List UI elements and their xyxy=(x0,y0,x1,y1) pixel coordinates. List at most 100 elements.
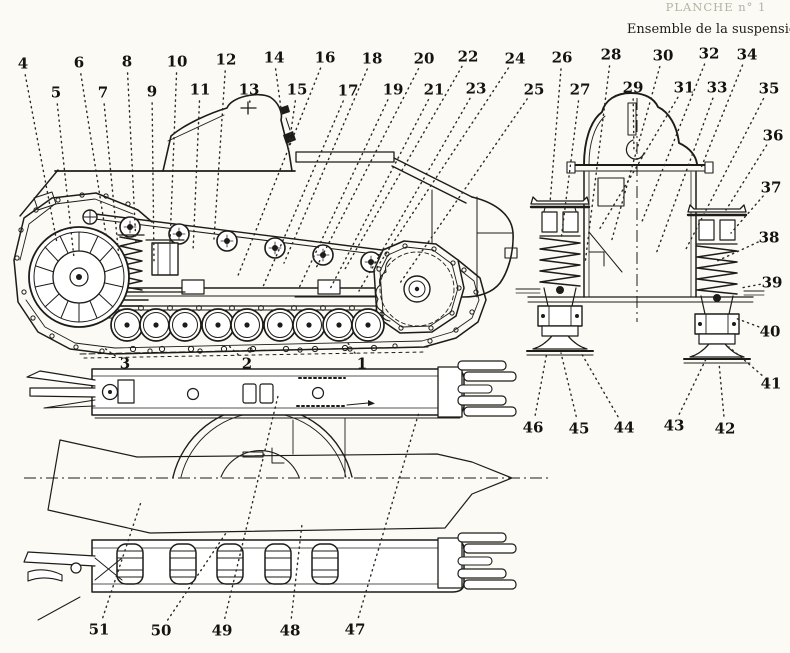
callout-label-45: 45 xyxy=(569,420,590,438)
return-rail xyxy=(94,213,431,273)
plate-number-label: PLANCHE n° 1 xyxy=(666,0,767,14)
callout-label-41: 41 xyxy=(761,375,782,393)
leader-line-44 xyxy=(579,350,619,418)
callout-label-2: 2 xyxy=(242,355,252,373)
leader-line-20 xyxy=(315,67,420,269)
callout-label-9: 9 xyxy=(147,83,157,101)
leader-line-23 xyxy=(358,97,471,292)
callout-label-28: 28 xyxy=(601,46,622,64)
front-view xyxy=(515,92,765,364)
leader-line-19 xyxy=(298,99,389,289)
callout-label-18: 18 xyxy=(362,50,383,68)
leader-line-15 xyxy=(288,100,297,146)
leader-line-8 xyxy=(126,72,137,245)
hull-side xyxy=(19,93,518,298)
hull-front xyxy=(566,92,714,322)
leader-line-11 xyxy=(192,100,201,253)
callout-label-37: 37 xyxy=(761,179,782,197)
plate-header: PLANCHE n° 1 Ensemble de la suspension xyxy=(627,0,790,37)
callout-label-48: 48 xyxy=(280,622,301,640)
callout-label-23: 23 xyxy=(466,80,487,98)
leader-line-10 xyxy=(169,72,178,244)
leader-line-21 xyxy=(329,98,430,290)
callout-label-7: 7 xyxy=(98,84,108,102)
plan-rail-near xyxy=(26,360,517,418)
plan-rail-far xyxy=(23,532,517,593)
leader-line-6 xyxy=(80,73,107,236)
leader-line-38 xyxy=(714,241,759,263)
callout-label-14: 14 xyxy=(264,49,285,67)
leader-line-26 xyxy=(549,68,562,204)
leader-line-49 xyxy=(224,395,279,620)
callout-label-46: 46 xyxy=(523,419,544,437)
callout-label-26: 26 xyxy=(552,49,573,67)
leader-line-40 xyxy=(734,317,760,328)
leader-line-25 xyxy=(399,98,528,284)
callout-label-15: 15 xyxy=(287,81,308,99)
leader-line-12 xyxy=(213,70,226,240)
callout-label-34: 34 xyxy=(737,46,758,64)
side-view xyxy=(13,93,518,359)
suspension-unit-left xyxy=(515,196,594,356)
idler-wheel xyxy=(28,226,130,328)
leader-line-2 xyxy=(227,344,239,356)
leader-line-27 xyxy=(560,100,580,241)
callout-label-40: 40 xyxy=(760,323,781,341)
callout-label-12: 12 xyxy=(216,51,237,69)
callouts-layer: 1234567891011121314151617181920212223242… xyxy=(18,45,784,640)
callout-label-1: 1 xyxy=(357,355,367,373)
callout-label-6: 6 xyxy=(74,54,84,72)
leader-line-17 xyxy=(261,100,344,290)
leader-line-7 xyxy=(103,103,120,259)
leader-line-48 xyxy=(290,523,303,619)
leader-line-41 xyxy=(728,346,763,376)
callout-label-4: 4 xyxy=(18,55,28,73)
bogie-girder xyxy=(111,279,399,311)
callout-label-11: 11 xyxy=(190,81,211,99)
plate-title: Ensemble de la suspension xyxy=(627,22,790,37)
callout-label-22: 22 xyxy=(458,48,479,66)
callout-label-20: 20 xyxy=(414,50,435,68)
callout-label-27: 27 xyxy=(570,81,591,99)
leader-line-16 xyxy=(236,67,322,279)
callout-label-29: 29 xyxy=(623,79,644,97)
callout-label-8: 8 xyxy=(122,53,132,71)
leader-line-42 xyxy=(718,362,725,417)
track-outline xyxy=(13,192,487,359)
leader-line-24 xyxy=(373,67,510,273)
leader-line-33 xyxy=(655,97,714,255)
callout-label-39: 39 xyxy=(762,274,783,292)
callout-label-49: 49 xyxy=(212,622,233,640)
callout-label-47: 47 xyxy=(345,621,366,639)
callout-label-44: 44 xyxy=(614,419,635,437)
leader-line-47 xyxy=(357,411,420,619)
callout-label-30: 30 xyxy=(653,47,674,65)
callout-label-13: 13 xyxy=(239,81,260,99)
leader-line-4 xyxy=(24,74,58,244)
callout-label-32: 32 xyxy=(699,45,720,63)
leader-line-30 xyxy=(610,65,661,244)
leader-line-14 xyxy=(274,68,283,117)
leader-line-32 xyxy=(640,63,706,225)
leader-line-34 xyxy=(700,64,744,169)
leader-line-51 xyxy=(102,501,142,619)
leader-line-9 xyxy=(151,102,155,263)
leader-line-46 xyxy=(534,351,548,416)
callout-label-50: 50 xyxy=(151,622,172,640)
callout-label-43: 43 xyxy=(664,417,685,435)
callout-label-35: 35 xyxy=(759,80,780,98)
leader-line-45 xyxy=(560,352,577,418)
suspension-unit-right xyxy=(683,204,765,364)
callout-label-3: 3 xyxy=(120,355,130,373)
rear-sprocket xyxy=(373,240,465,334)
leader-line-35 xyxy=(685,97,765,250)
leader-line-29 xyxy=(632,98,635,153)
callout-label-42: 42 xyxy=(715,420,736,438)
callout-label-31: 31 xyxy=(674,79,695,97)
callout-label-24: 24 xyxy=(505,50,526,68)
callout-label-21: 21 xyxy=(424,81,445,99)
plan-view xyxy=(23,360,548,621)
leader-line-22 xyxy=(344,65,463,270)
